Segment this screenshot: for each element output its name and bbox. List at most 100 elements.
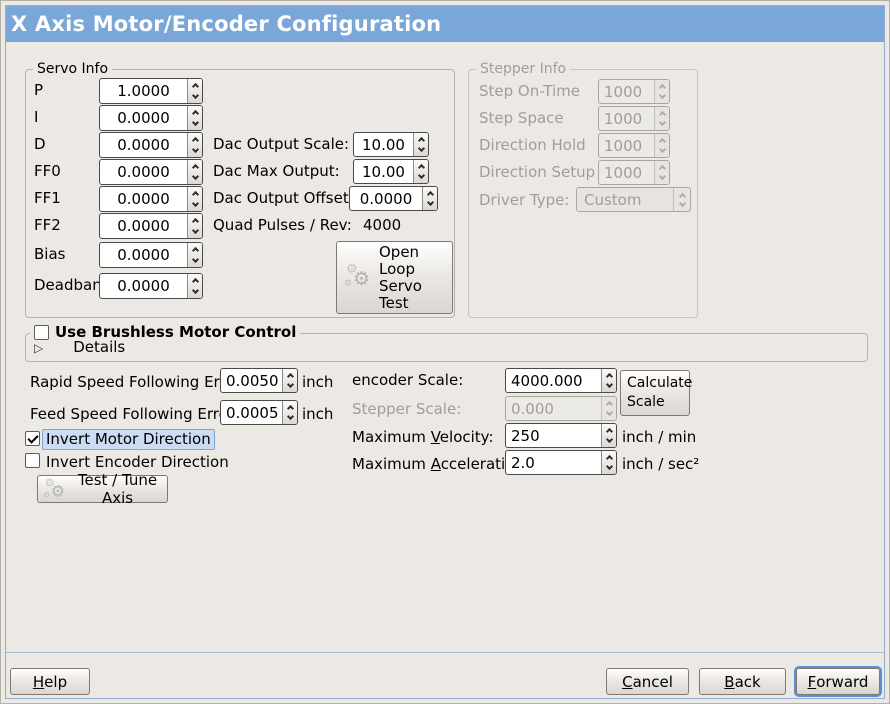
dac-max-output-value[interactable]: 10.00 — [362, 162, 405, 181]
dac-output-offset-value[interactable]: 0.0000 — [359, 189, 413, 208]
spin-down-button[interactable] — [283, 413, 297, 425]
ff2-spin-steppers[interactable] — [187, 214, 202, 238]
max-velocity-value[interactable]: 250 — [511, 426, 540, 445]
bias-value[interactable]: 0.0000 — [117, 246, 170, 264]
disabled-steppers — [654, 107, 669, 130]
i-spinbox[interactable]: 0.0000 — [99, 105, 203, 131]
p-spinbox[interactable]: 1.0000 — [99, 78, 203, 104]
dac-output-offset-steppers[interactable] — [422, 187, 437, 210]
bias-spinbox[interactable]: 0.0000 — [99, 242, 203, 268]
spin-up-button[interactable] — [283, 401, 297, 413]
spin-down-button[interactable] — [414, 172, 428, 184]
ff0-spinbox[interactable]: 0.0000 — [99, 159, 203, 185]
rapid-ferror-steppers[interactable] — [282, 369, 297, 392]
d-spin-steppers[interactable] — [187, 133, 202, 157]
spin-up-button[interactable] — [188, 160, 202, 172]
max-velocity-spinbox[interactable]: 250 — [505, 423, 617, 448]
dac-output-offset-spinbox[interactable]: 0.0000 — [349, 186, 438, 211]
rapid-ferror-spinbox[interactable]: 0.0050 — [220, 368, 298, 393]
p-spin-steppers[interactable] — [187, 79, 202, 103]
deadband-value[interactable]: 0.0000 — [117, 277, 170, 295]
calculate-scale-button[interactable]: Calculate Scale — [620, 370, 692, 416]
feed-ferror-value[interactable]: 0.0005 — [226, 403, 279, 422]
dac-output-scale-steppers[interactable] — [413, 133, 428, 156]
open-loop-servo-test-button[interactable]: ⚙⚙⚙ Open Loop Servo Test — [336, 241, 453, 314]
dac-max-output-spinbox[interactable]: 10.00 — [353, 159, 429, 184]
ff2-spinbox[interactable]: 0.0000 — [99, 213, 203, 239]
disabled-steppers — [654, 80, 669, 103]
deadband-spinbox[interactable]: 0.0000 — [99, 273, 203, 299]
encoder-scale-steppers[interactable] — [601, 369, 616, 392]
invert-motor-checkbox[interactable] — [25, 431, 40, 446]
ff1-value[interactable]: 0.0000 — [117, 190, 170, 208]
spin-up-button[interactable] — [188, 274, 202, 286]
details-expander[interactable]: ▷ Details — [34, 338, 125, 357]
details-label[interactable]: Details — [73, 338, 126, 356]
dac-output-scale-value[interactable]: 10.00 — [362, 135, 405, 154]
spin-up-button[interactable] — [188, 187, 202, 199]
ff2-value[interactable]: 0.0000 — [117, 217, 170, 235]
spin-up-button[interactable] — [602, 424, 616, 436]
test-tune-axis-button[interactable]: ⚙⚙⚙ Test / Tune Axis — [37, 471, 168, 507]
ff1-spin-steppers[interactable] — [187, 187, 202, 211]
ff0-value[interactable]: 0.0000 — [117, 163, 170, 181]
spin-down-button[interactable] — [602, 463, 616, 475]
spin-up-button[interactable] — [423, 187, 437, 199]
step-space-value: 1000 — [604, 109, 643, 128]
bias-spin-steppers[interactable] — [187, 243, 202, 267]
spin-down-button[interactable] — [423, 199, 437, 211]
spin-down-button[interactable] — [283, 381, 297, 393]
p-value[interactable]: 1.0000 — [117, 82, 170, 100]
max-acceleration-spinbox[interactable]: 2.0 — [505, 450, 617, 475]
expander-triangle-icon[interactable]: ▷ — [34, 340, 44, 355]
spin-up-button[interactable] — [188, 243, 202, 255]
i-value[interactable]: 0.0000 — [117, 109, 170, 127]
spin-up-button[interactable] — [414, 133, 428, 145]
spin-down-button[interactable] — [188, 286, 202, 298]
d-value[interactable]: 0.0000 — [117, 136, 170, 154]
encoder-scale-value[interactable]: 4000.000 — [511, 371, 583, 390]
spin-up-button[interactable] — [283, 369, 297, 381]
ff1-spinbox[interactable]: 0.0000 — [99, 186, 203, 212]
spin-down-button[interactable] — [188, 255, 202, 267]
spin-up-button[interactable] — [414, 160, 428, 172]
spin-up-button[interactable] — [188, 106, 202, 118]
max-acceleration-steppers[interactable] — [601, 451, 616, 474]
dac-output-scale-spinbox[interactable]: 10.00 — [353, 132, 429, 157]
encoder-scale-spinbox[interactable]: 4000.000 — [505, 368, 617, 393]
spin-down-button[interactable] — [188, 145, 202, 157]
max-acceleration-value[interactable]: 2.0 — [511, 453, 535, 472]
spin-down-button[interactable] — [602, 381, 616, 393]
spin-down-button[interactable] — [602, 436, 616, 448]
max-velocity-steppers[interactable] — [601, 424, 616, 447]
spin-down-button[interactable] — [188, 118, 202, 130]
spin-up-button[interactable] — [188, 133, 202, 145]
invert-encoder-checkbox[interactable] — [25, 453, 40, 468]
spin-up-button[interactable] — [188, 214, 202, 226]
deadband-spin-steppers[interactable] — [187, 274, 202, 298]
spin-down-button[interactable] — [414, 145, 428, 157]
servo-label-ff1: FF1 — [34, 189, 61, 207]
spin-down-button — [602, 409, 616, 421]
spin-down-button[interactable] — [188, 199, 202, 211]
feed-ferror-steppers[interactable] — [282, 401, 297, 424]
dac-max-output-steppers[interactable] — [413, 160, 428, 183]
invert-motor-label[interactable]: Invert Motor Direction — [42, 429, 215, 450]
feed-ferror-spinbox[interactable]: 0.0005 — [220, 400, 298, 425]
spin-down-button[interactable] — [188, 172, 202, 184]
spin-up-button[interactable] — [602, 451, 616, 463]
d-spinbox[interactable]: 0.0000 — [99, 132, 203, 158]
spin-up-button[interactable] — [602, 369, 616, 381]
ff0-spin-steppers[interactable] — [187, 160, 202, 184]
use-brushless-checkbox[interactable] — [34, 325, 49, 340]
invert-encoder-label[interactable]: Invert Encoder Direction — [46, 453, 229, 471]
i-spin-steppers[interactable] — [187, 106, 202, 130]
spin-down-button[interactable] — [188, 91, 202, 103]
spin-down-button[interactable] — [188, 226, 202, 238]
spin-up-button[interactable] — [188, 79, 202, 91]
rapid-ferror-value[interactable]: 0.0050 — [226, 371, 279, 390]
